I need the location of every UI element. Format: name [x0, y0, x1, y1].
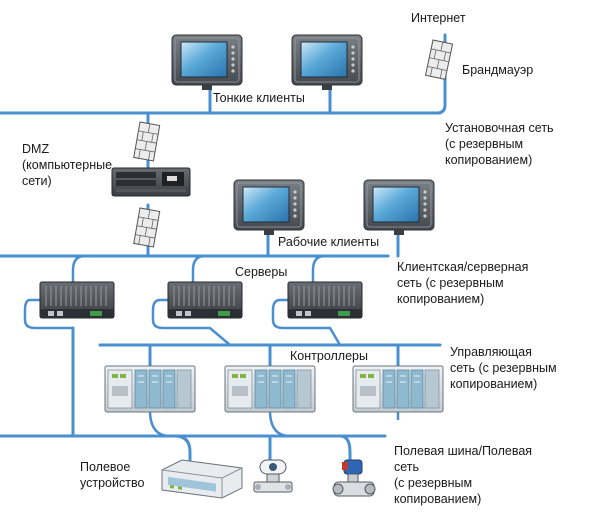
- server-2: [167, 281, 243, 319]
- control-network-label-1: Управляющая: [450, 345, 532, 359]
- fieldbus-label-4: копированием): [394, 492, 481, 506]
- thin-client-2: [291, 34, 363, 91]
- field-device-valve: [332, 459, 376, 497]
- server-1-cable: [71, 254, 86, 300]
- server-3-cable: [311, 254, 326, 285]
- thin-client-1: [171, 34, 243, 91]
- controller-3: [352, 365, 444, 413]
- client-server-network-label-1: Клиентская/серверная: [397, 260, 528, 274]
- work-client-1: [233, 179, 305, 236]
- field-device-label-2: устройство: [80, 476, 144, 490]
- internet-label: Интернет: [411, 11, 466, 25]
- controller-1: [104, 365, 196, 413]
- controllers-label: Контроллеры: [290, 349, 368, 363]
- work-clients-label: Рабочие клиенты: [278, 235, 379, 249]
- client-server-network-label-2: сеть (с резервным: [397, 276, 504, 290]
- dmz-server: [111, 167, 191, 197]
- controller-2-fieldbus: [268, 409, 291, 438]
- server-1: [39, 281, 115, 319]
- internet-riser: [435, 33, 447, 115]
- work-client-2: [363, 179, 435, 236]
- install-network-label-2: (с резервным: [445, 137, 523, 151]
- firewall-label: Брандмауэр: [462, 63, 533, 77]
- install-network-label-3: копированием): [445, 153, 532, 167]
- dmz-label-1: DMZ: [22, 142, 49, 156]
- controller-1-fieldbus: [148, 409, 171, 438]
- dmz-label-2: (компьютерные: [22, 158, 112, 172]
- firewall-icon: [425, 39, 454, 80]
- install-network-label-1: Установочная сеть: [445, 121, 554, 135]
- controller-2: [224, 365, 316, 413]
- fieldbus-label-1: Полевая шина/Полевая: [394, 444, 532, 458]
- server-3: [287, 281, 363, 319]
- field-device-transmitter: [253, 459, 293, 493]
- client-server-network-label-3: копированием): [397, 292, 484, 306]
- server-2-cable-b: [151, 298, 231, 346]
- dmz-firewall-lower-icon: [133, 207, 161, 248]
- servers-label: Серверы: [235, 265, 287, 279]
- field-device-io-block: [161, 459, 243, 499]
- fieldbus-label-3: (с резервным: [394, 476, 472, 490]
- field-device-label-1: Полевое: [80, 460, 130, 474]
- thin-clients-label: Тонкие клиенты: [213, 91, 305, 105]
- dmz-label-3: сети): [22, 174, 52, 188]
- control-network-label-2: сеть (с резервным: [450, 361, 557, 375]
- field-device-drop-3: [338, 434, 352, 464]
- control-network-label-3: копированием): [450, 377, 537, 391]
- fieldbus-label-2: сеть: [394, 460, 419, 474]
- field-device-drop-1: [173, 434, 192, 464]
- dmz-firewall-upper-icon: [133, 121, 161, 162]
- server-3-cable-b: [271, 298, 342, 346]
- server-1-cable-b: [23, 298, 73, 330]
- server-2-cable: [191, 254, 206, 285]
